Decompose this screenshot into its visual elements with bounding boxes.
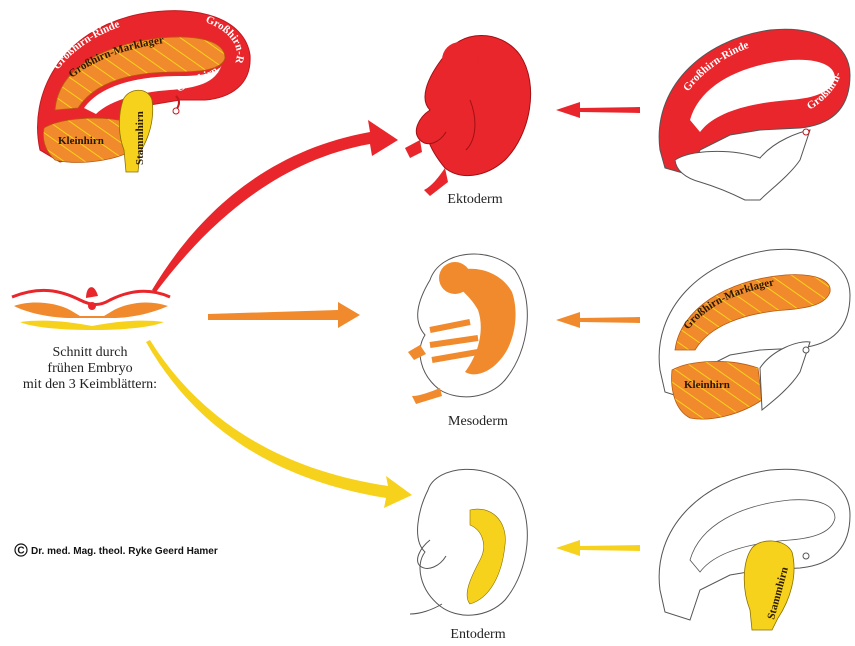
arrows-from-section bbox=[146, 120, 412, 508]
embryo-mesoderm: Mesoderm bbox=[408, 254, 527, 429]
embryo-entoderm-label: Entoderm bbox=[450, 627, 505, 642]
right-brain-entoderm: Stammhirn bbox=[659, 469, 850, 630]
right-brain-meso-cerebellum-label: Kleinhirn bbox=[684, 379, 730, 391]
arrow-to-ektoderm bbox=[152, 120, 398, 292]
arrow-ecto-brain-to-embryo bbox=[556, 102, 640, 118]
embryo-ektoderm: Ektoderm bbox=[405, 35, 531, 207]
copyright-symbol: C bbox=[17, 546, 24, 557]
embryo-mesoderm-label: Mesoderm bbox=[448, 414, 508, 429]
left-brain-diagram: Großhirn-Rinde Großhirn-Rinde Großhirn-R… bbox=[0, 0, 250, 172]
section-caption-line-2: frühen Embryo bbox=[47, 361, 132, 376]
copyright-notice: C Dr. med. Mag. theol. Ryke Geerd Hamer bbox=[15, 544, 218, 557]
arrow-to-mesoderm bbox=[208, 302, 360, 328]
embryo-cross-section: Schnitt durch frühen Embryo mit den 3 Ke… bbox=[12, 287, 170, 392]
arrow-endo-brain-to-embryo bbox=[556, 540, 640, 556]
embryo-entoderm: Entoderm bbox=[410, 469, 527, 642]
section-caption-line-3: mit den 3 Keimblättern: bbox=[23, 377, 157, 392]
arrow-meso-brain-to-embryo bbox=[556, 312, 640, 328]
right-brain-mesoderm: Großhirn-Marklager Kleinhirn bbox=[659, 249, 850, 419]
embryo-ektoderm-label: Ektoderm bbox=[447, 192, 502, 207]
left-brain-brainstem-label: Stammhirn bbox=[134, 111, 146, 165]
small-arrows bbox=[556, 102, 640, 556]
left-brain-cerebellum-label: Kleinhirn bbox=[58, 135, 104, 147]
copyright-text: Dr. med. Mag. theol. Ryke Geerd Hamer bbox=[31, 546, 218, 557]
section-caption-line-1: Schnitt durch bbox=[52, 345, 127, 360]
arrow-to-entoderm bbox=[146, 340, 412, 508]
